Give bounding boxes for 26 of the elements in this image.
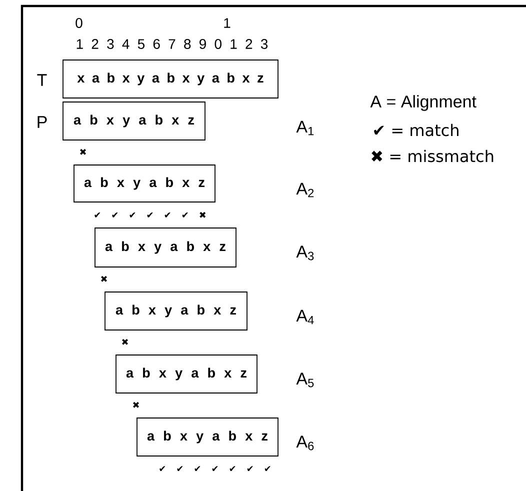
row-label: T — [37, 74, 47, 86]
match-marks: ✖ — [133, 402, 139, 408]
pattern-box: a b x y a b x z — [116, 354, 258, 394]
row-label: P — [38, 116, 47, 128]
alignment-label: A$_{1}$ — [296, 120, 314, 136]
alignment-label: A$_{6}$ — [296, 436, 314, 450]
legend-entry: ✔ = match — [374, 124, 458, 136]
legend-entry: ✖ = missmatch — [372, 150, 494, 162]
match-marks: ✖ — [80, 148, 86, 155]
position-number: 0 — [76, 18, 82, 28]
match-marks: ✔ ✔ ✔ ✔ ✔ ✔ ✖ — [94, 212, 206, 218]
pattern-box: a b x y a b x z — [104, 292, 248, 330]
pattern-box: a b x y a b x z — [136, 418, 278, 456]
legend-entry: A = Alignment — [370, 95, 476, 111]
match-marks: ✔ ✔ ✔ ✔ ✔ ✔ ✔ — [160, 466, 270, 472]
pattern-box: a b x y a b x z — [74, 164, 216, 202]
alignment-label: A$_{3}$ — [296, 246, 314, 260]
position-number: 1 — [224, 18, 230, 28]
match-marks: ✖ — [122, 338, 128, 345]
alignment-label: A$_{2}$ — [296, 182, 314, 198]
pattern-box: a b x y a b x z — [62, 102, 206, 140]
alignment-label: A$_{4}$ — [296, 310, 314, 324]
match-marks: ✖ — [101, 276, 107, 282]
pattern-box: a b x y a b x z — [94, 228, 236, 268]
text-box: x a b x y a b x y a b x z — [62, 60, 278, 98]
alignment-label: A$_{5}$ — [296, 372, 314, 388]
